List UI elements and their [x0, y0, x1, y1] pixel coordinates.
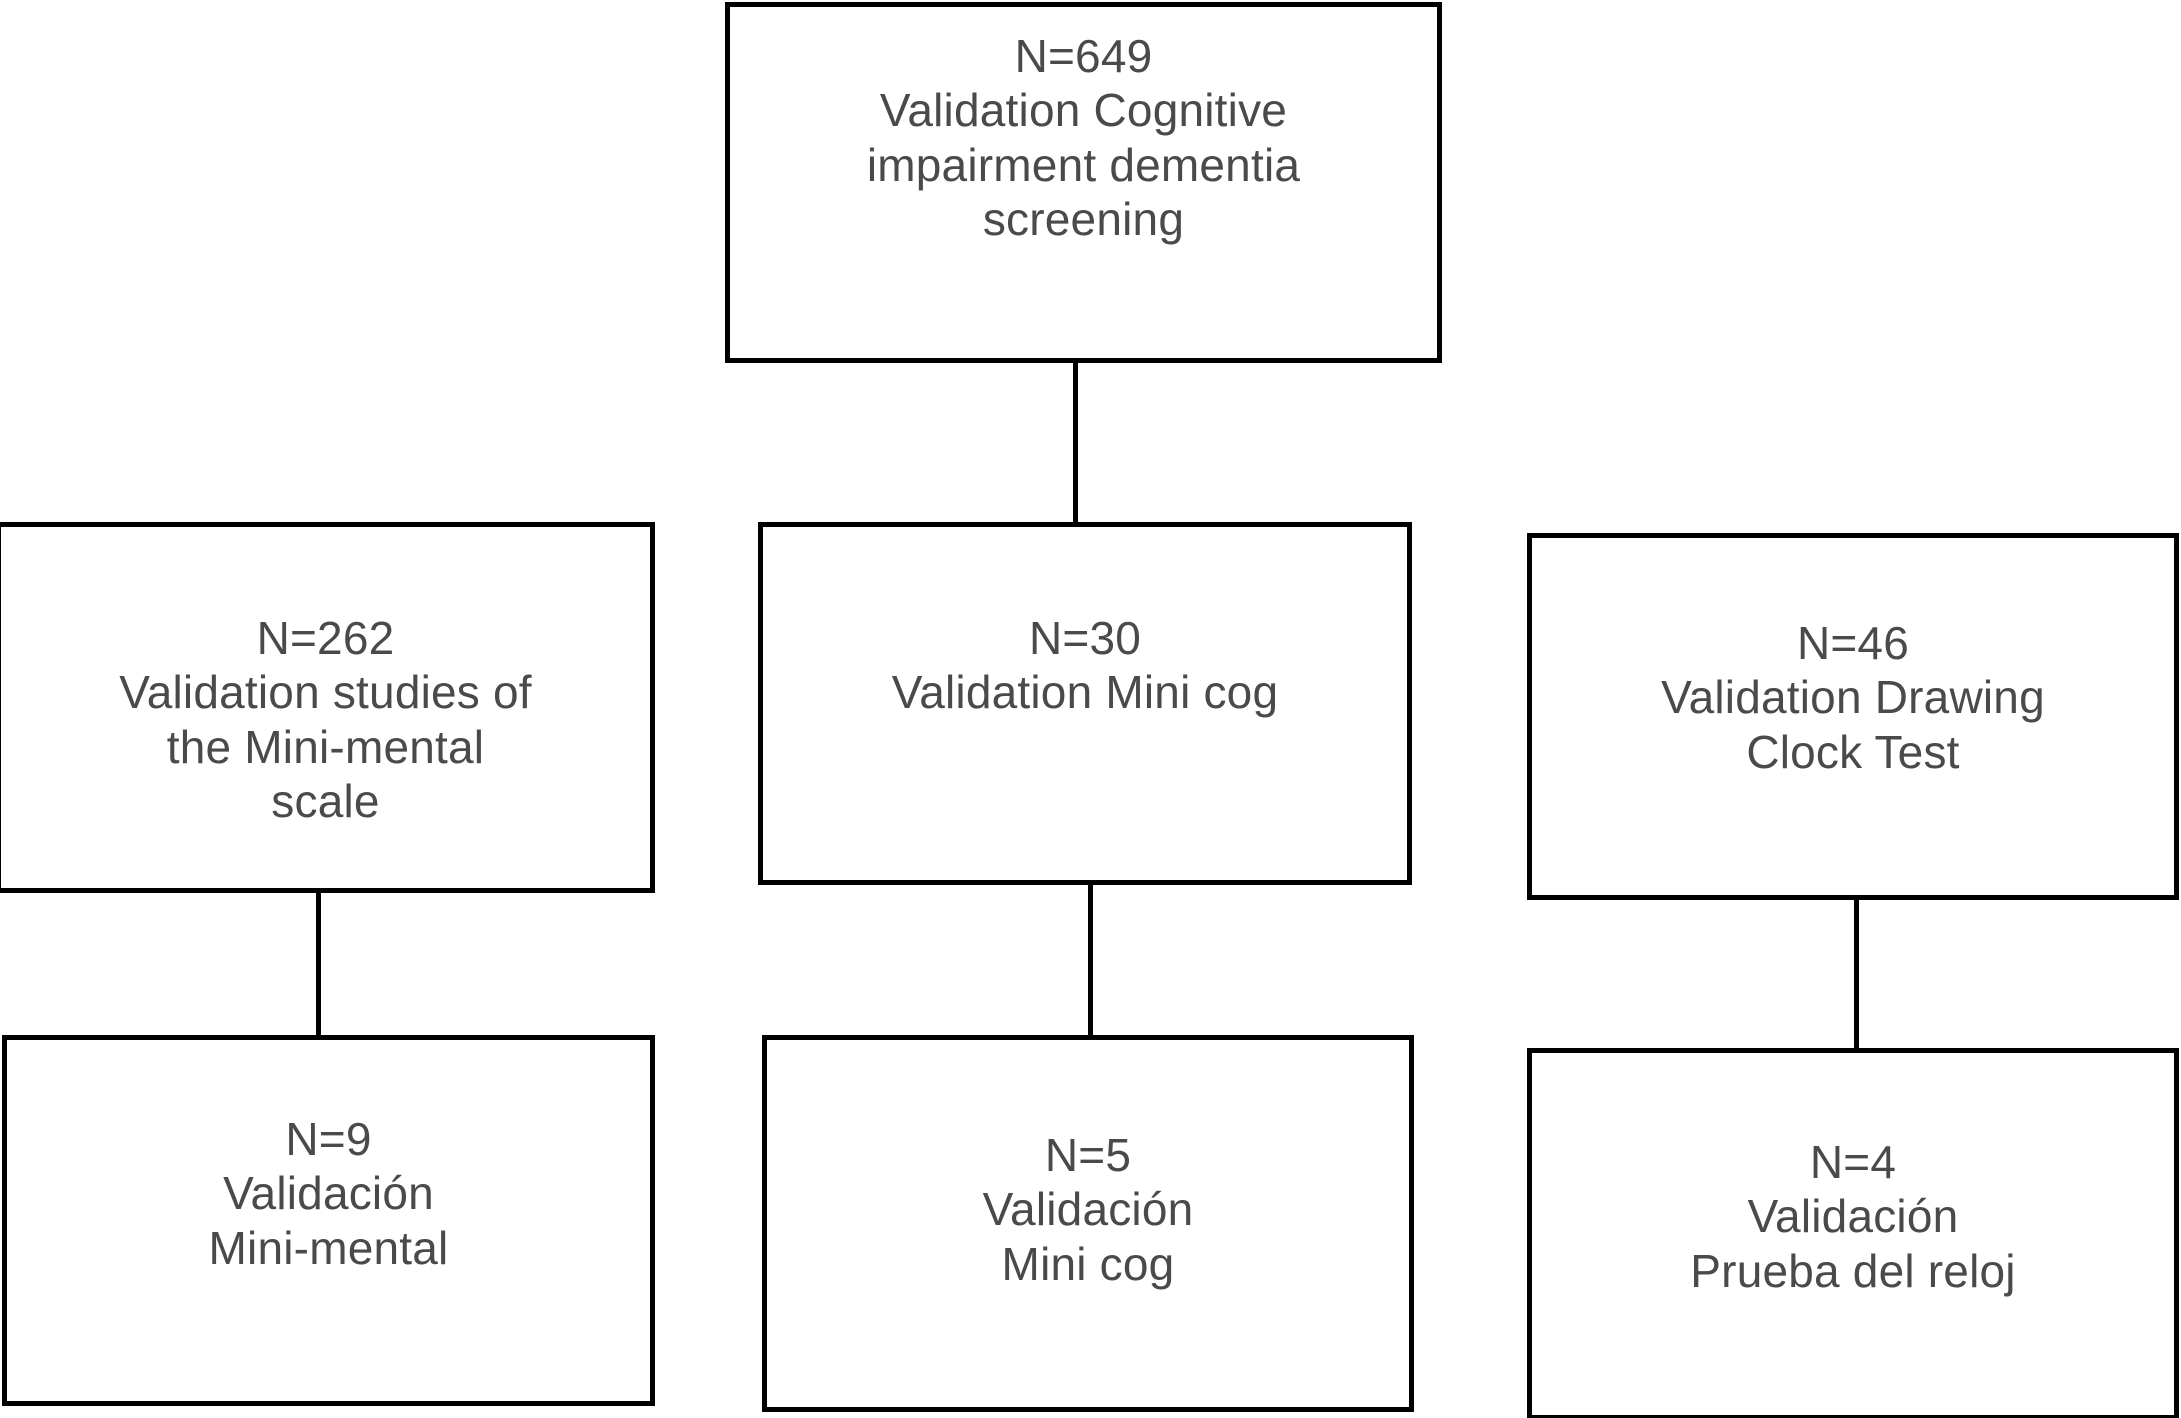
node-validacion-minicog[interactable]: N=5 Validación Mini cog [762, 1035, 1414, 1412]
connector-root-to-minicog [1073, 360, 1078, 525]
node-minicog-label: N=30 Validation Mini cog [891, 612, 1279, 719]
node-clock-label: N=46 Validation Drawing Clock Test [1661, 617, 2045, 778]
connector-minimental-to-validacion-minimental [316, 890, 321, 1038]
node-validacion-minimental-label: N=9 Validación Mini-mental [208, 1113, 449, 1274]
connector-minicog-to-validacion-minicog [1088, 882, 1093, 1038]
node-minimental-label: N=262 Validation studies of the Mini-men… [119, 612, 532, 827]
node-validation-minicog[interactable]: N=30 Validation Mini cog [758, 522, 1412, 885]
connector-clock-to-validacion-reloj [1854, 897, 1859, 1051]
node-validacion-minicog-label: N=5 Validación Mini cog [982, 1129, 1194, 1290]
node-root-label: N=649 Validation Cognitive impairment de… [866, 30, 1301, 245]
node-root-validation-screening[interactable]: N=649 Validation Cognitive impairment de… [725, 2, 1442, 363]
node-validacion-prueba-del-reloj[interactable]: N=4 Validación Prueba del reloj [1527, 1048, 2179, 1418]
node-validation-minimental-scale[interactable]: N=262 Validation studies of the Mini-men… [0, 522, 655, 893]
node-validation-drawing-clock-test[interactable]: N=46 Validation Drawing Clock Test [1527, 533, 2179, 900]
node-validacion-reloj-label: N=4 Validación Prueba del reloj [1690, 1136, 2016, 1297]
node-validacion-minimental[interactable]: N=9 Validación Mini-mental [2, 1035, 655, 1406]
